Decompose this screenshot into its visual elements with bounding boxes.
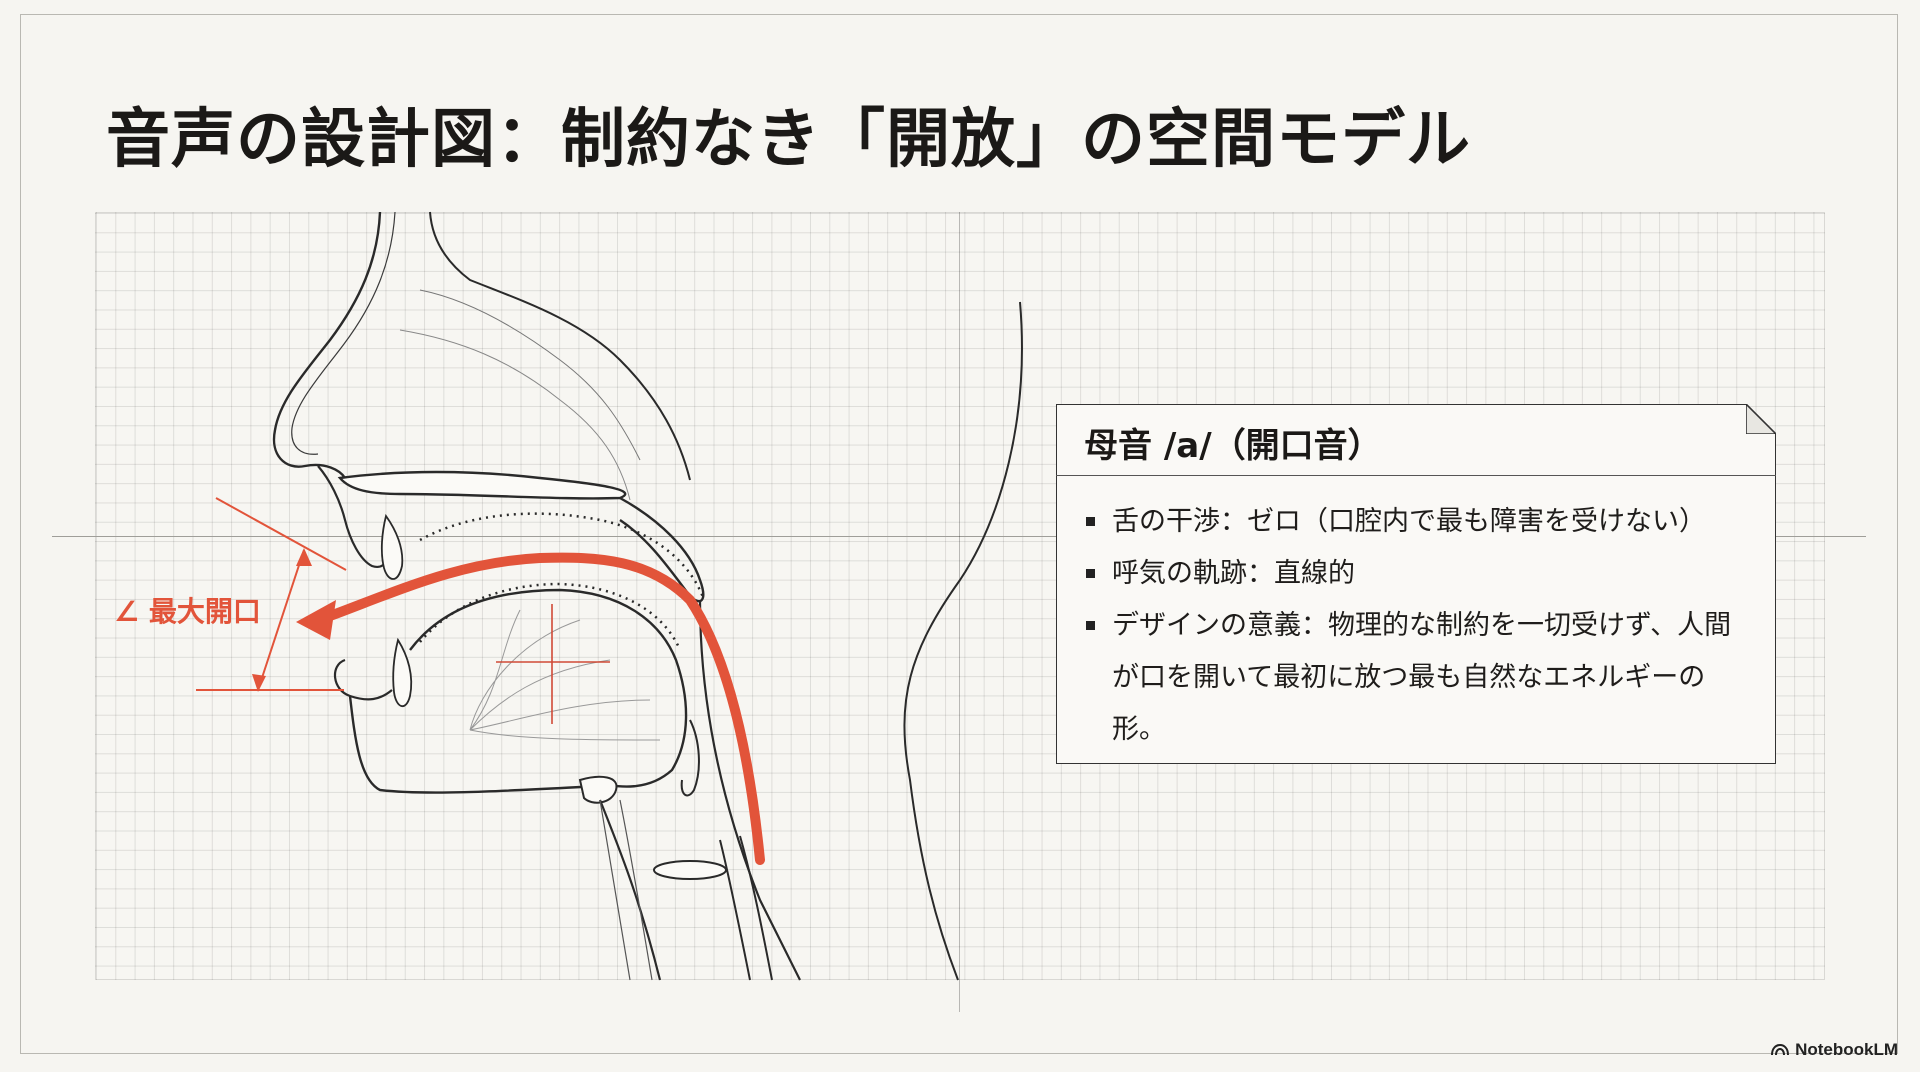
nose-inner-outline [291, 211, 396, 455]
epiglottis [680, 719, 700, 797]
pharynx-back-wall [698, 599, 801, 981]
slide-frame [20, 14, 1898, 1054]
soft-palate [619, 496, 705, 603]
slide-title: 音声の設計図：制約なき「開放」の空間モデル [106, 103, 1471, 177]
palate-dotted-contour [419, 512, 706, 601]
logo-text: NotebookLM [1795, 1040, 1898, 1059]
tongue-muscle-lines [469, 609, 661, 741]
esophagus [599, 799, 653, 981]
info-card [1056, 404, 1776, 764]
lower-lip [334, 658, 393, 701]
pharynx-front-wall [598, 799, 662, 981]
tongue [409, 588, 688, 788]
dimension-arrowhead-top [296, 548, 312, 566]
bullet-item: 舌の干渉：ゼロ（口腔内で最も障害を受けない） [1084, 496, 1754, 548]
bullet-item: 呼気の軌跡：直線的 [1084, 548, 1754, 600]
upper-lip-extension-line [215, 497, 347, 571]
airflow-arrowhead [296, 600, 336, 640]
bullet-text: 呼気の軌跡：直線的 [1112, 558, 1355, 589]
bullet-text: 舌の干渉：ゼロ（口腔内で最も障害を受けない） [1112, 506, 1706, 537]
info-card-header [1056, 404, 1776, 476]
notebooklm-logo-icon [1771, 1044, 1790, 1056]
vocal-folds [653, 860, 727, 880]
upper-teeth [380, 513, 404, 580]
nasal-cavity-contour-2 [399, 329, 631, 501]
trachea [719, 835, 773, 981]
nose-outline [272, 211, 382, 479]
airflow-path [325, 552, 765, 865]
bullet-square-icon [1086, 621, 1095, 630]
bullet-text: デザインの意義：物理的な制約を一切受けず、人間が口を開いて最初に放つ最も自然なエ… [1112, 610, 1732, 745]
vertical-guide-line [959, 212, 960, 1012]
bullet-square-icon [1086, 517, 1095, 526]
hard-palate [337, 470, 627, 500]
info-card-title: 母音 /a/（開口音） [1084, 426, 1382, 466]
hyoid-bone [578, 775, 618, 804]
mouth-opening-dimension-line [257, 549, 305, 691]
bullet-square-icon [1086, 569, 1095, 578]
nasal-bridge-contour [429, 211, 691, 481]
lower-teeth [392, 637, 413, 707]
tongue-dotted-contour [419, 582, 682, 651]
nasal-cavity-contour [419, 289, 641, 461]
max-opening-angle-label: ∠ 最大開口 [114, 595, 261, 628]
card-folded-corner [1746, 404, 1776, 434]
notebooklm-logo: NotebookLM [1771, 1040, 1898, 1060]
bullet-item: デザインの意義：物理的な制約を一切受けず、人間が口を開いて最初に放つ最も自然なエ… [1084, 600, 1754, 756]
info-card-bullets: 舌の干渉：ゼロ（口腔内で最も障害を受けない） 呼気の軌跡：直線的 デザインの意義… [1084, 496, 1754, 756]
lower-jaw [348, 695, 601, 794]
neck-back-outline [903, 301, 1023, 981]
horizontal-guide-line [52, 536, 1866, 537]
dimension-arrowhead-bottom [252, 674, 266, 692]
